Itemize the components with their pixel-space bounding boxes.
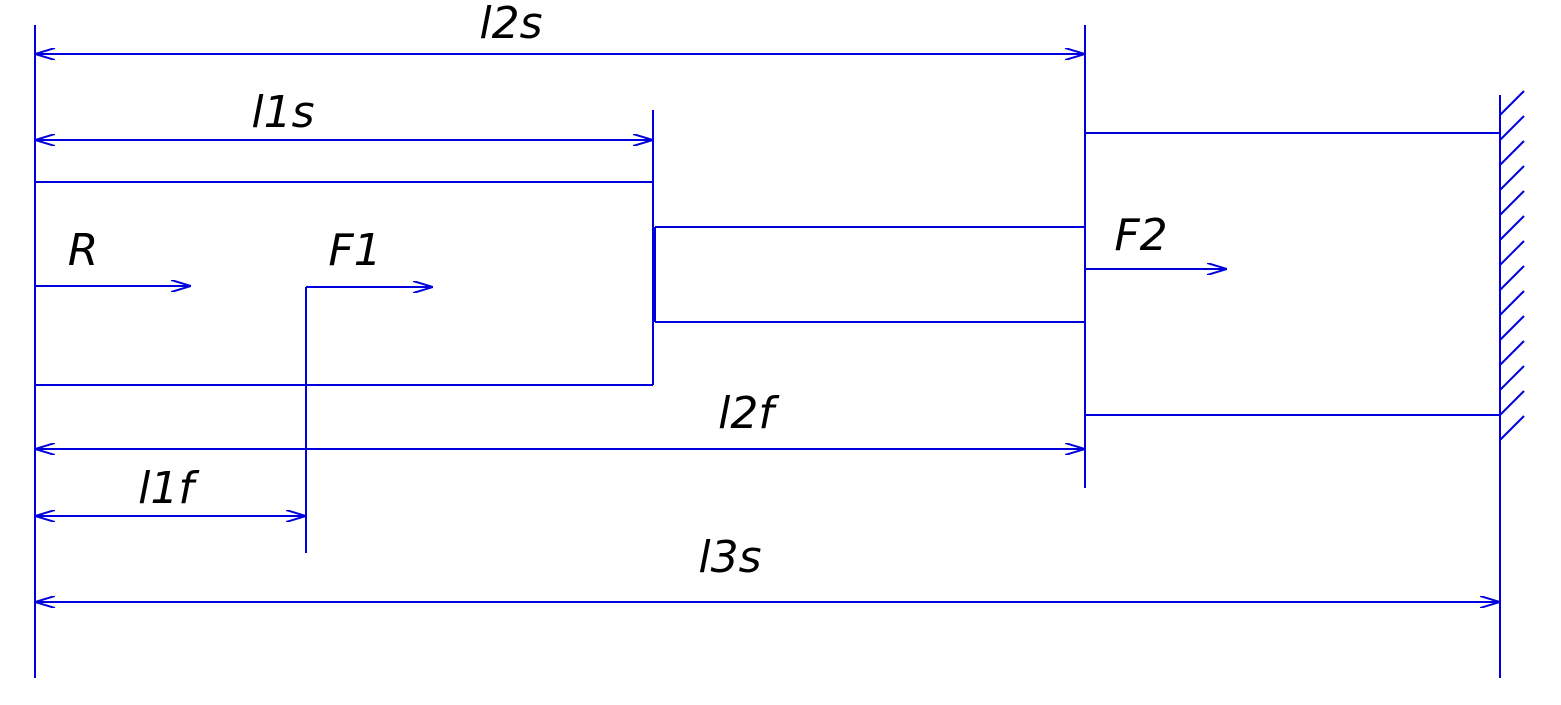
f1-label: F1	[328, 225, 381, 276]
l2s-label: l2s	[479, 0, 542, 49]
l1s-label: l1s	[251, 87, 314, 138]
l2f-label: l2f	[718, 388, 780, 439]
l1f-label: l1f	[138, 463, 200, 514]
l3s-label: l3s	[698, 532, 761, 583]
r-label: R	[68, 225, 99, 276]
f2-label: F2	[1114, 210, 1167, 261]
fixed-support-hatching	[1499, 90, 1525, 441]
